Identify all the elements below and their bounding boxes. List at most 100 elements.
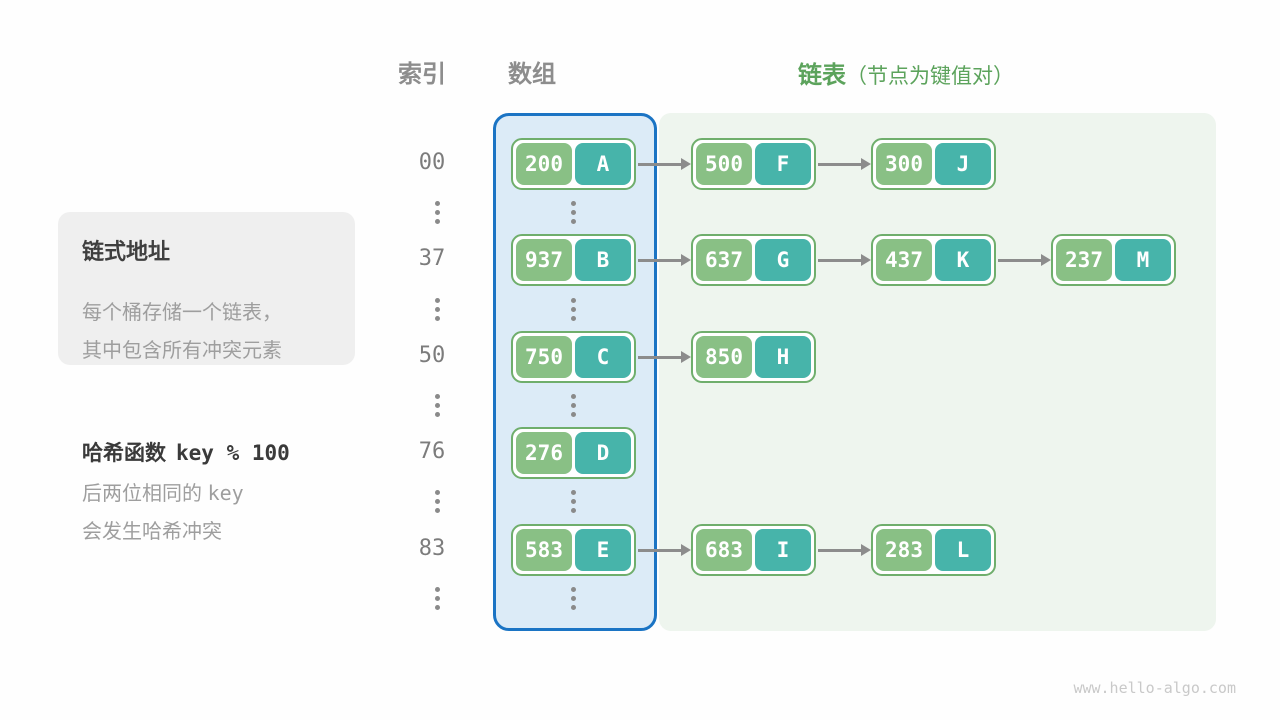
- dot: [434, 201, 440, 206]
- dot: [570, 508, 576, 513]
- dot: [434, 210, 440, 215]
- node-value: M: [1115, 239, 1171, 281]
- next-pointer-arrow: [996, 234, 1051, 286]
- list-column-header: 链表 （节点为键值对）: [798, 55, 1014, 90]
- node-key: 937: [516, 239, 572, 281]
- dot: [434, 403, 440, 408]
- node-value: B: [575, 239, 631, 281]
- node-key: 750: [516, 336, 572, 378]
- dot: [570, 307, 576, 312]
- array-ellipsis: [568, 201, 578, 224]
- dot: [570, 210, 576, 215]
- next-pointer-arrow: [636, 524, 691, 576]
- index-column-header: 索引: [398, 61, 446, 88]
- dot: [570, 394, 576, 399]
- dot: [570, 490, 576, 495]
- index-ellipsis: [432, 490, 442, 513]
- node-value: G: [755, 239, 811, 281]
- next-pointer-arrow: [636, 138, 691, 190]
- node-value: K: [935, 239, 991, 281]
- hash-function-title-cjk: 哈希函数: [82, 442, 166, 465]
- bucket-index-label: 37: [418, 246, 446, 271]
- dot: [570, 298, 576, 303]
- dot: [434, 394, 440, 399]
- dot: [434, 412, 440, 417]
- list-header-label: 链表: [798, 62, 846, 89]
- node-key: 437: [876, 239, 932, 281]
- hash-function-title: 哈希函数 key % 100: [82, 437, 290, 467]
- dot: [570, 587, 576, 592]
- node-key: 637: [696, 239, 752, 281]
- hash-note-line-2: 会发生哈希冲突: [82, 521, 222, 543]
- bucket-index-label: 76: [418, 439, 446, 464]
- dot: [570, 403, 576, 408]
- dot: [570, 605, 576, 610]
- node-key: 300: [876, 143, 932, 185]
- chaining-info-title: 链式地址: [82, 239, 171, 264]
- next-pointer-arrow: [816, 234, 871, 286]
- list-header-note: （节点为键值对）: [846, 65, 1014, 88]
- dot: [434, 605, 440, 610]
- node-value: J: [935, 143, 991, 185]
- hash-function-formula: key % 100: [176, 441, 290, 465]
- node-key: 683: [696, 529, 752, 571]
- dot: [434, 219, 440, 224]
- array-ellipsis: [568, 587, 578, 610]
- node-key: 283: [876, 529, 932, 571]
- node-key: 583: [516, 529, 572, 571]
- chaining-info-box: [58, 212, 355, 365]
- dot: [434, 499, 440, 504]
- dot: [434, 508, 440, 513]
- node-key: 850: [696, 336, 752, 378]
- node-key: 200: [516, 143, 572, 185]
- node-value: L: [935, 529, 991, 571]
- array-ellipsis: [568, 490, 578, 513]
- chaining-info-line-2: 其中包含所有冲突元素: [82, 340, 282, 362]
- next-pointer-arrow: [816, 138, 871, 190]
- next-pointer-arrow: [636, 234, 691, 286]
- index-ellipsis: [432, 201, 442, 224]
- node-value: E: [575, 529, 631, 571]
- node-value: A: [575, 143, 631, 185]
- dot: [570, 499, 576, 504]
- bucket-index-label: 50: [418, 343, 446, 368]
- next-pointer-arrow: [636, 331, 691, 383]
- dot: [434, 298, 440, 303]
- index-ellipsis: [432, 298, 442, 321]
- node-value: I: [755, 529, 811, 571]
- bucket-index-label: 00: [418, 150, 446, 175]
- array-ellipsis: [568, 298, 578, 321]
- dot: [434, 316, 440, 321]
- node-key: 500: [696, 143, 752, 185]
- node-value: C: [575, 336, 631, 378]
- node-value: F: [755, 143, 811, 185]
- dot: [434, 490, 440, 495]
- dot: [570, 316, 576, 321]
- bucket-index-label: 83: [418, 536, 446, 561]
- dot: [434, 587, 440, 592]
- watermark: www.hello-algo.com: [1073, 679, 1236, 697]
- node-value: H: [755, 336, 811, 378]
- dot: [570, 219, 576, 224]
- index-ellipsis: [432, 587, 442, 610]
- node-value: D: [575, 432, 631, 474]
- node-key: 276: [516, 432, 572, 474]
- node-key: 237: [1056, 239, 1112, 281]
- dot: [570, 201, 576, 206]
- array-column-header: 数组: [508, 61, 556, 88]
